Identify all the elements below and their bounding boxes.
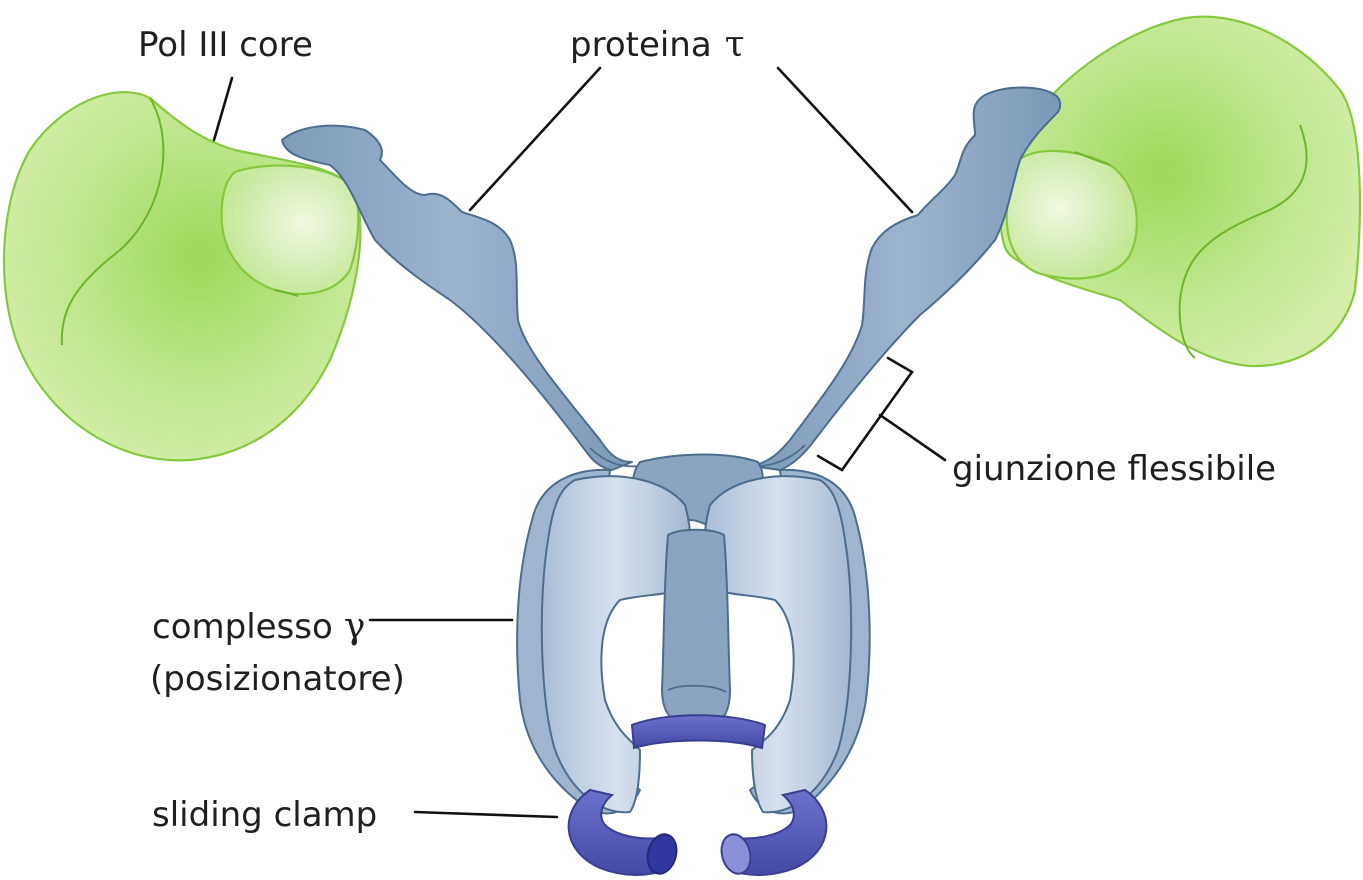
label-flexible-joint: giunzione flessibile [952, 449, 1276, 489]
label-tau-protein: proteina τ [570, 24, 745, 65]
label-gamma-complex: complesso γ [152, 606, 365, 647]
label-clamp-loader: (posizionatore) [150, 659, 405, 699]
pol-core-right [1001, 17, 1360, 366]
label-sliding-clamp: sliding clamp [152, 795, 377, 835]
gamma-complex [517, 455, 870, 814]
label-tau-symbol: τ [725, 24, 745, 65]
label-tau-text: proteina [570, 25, 712, 65]
tau-arm-right [748, 88, 1060, 471]
label-gamma-symbol: γ [344, 606, 366, 647]
label-pol-core: Pol III core [138, 25, 313, 65]
label-gamma-text: complesso [152, 607, 333, 647]
